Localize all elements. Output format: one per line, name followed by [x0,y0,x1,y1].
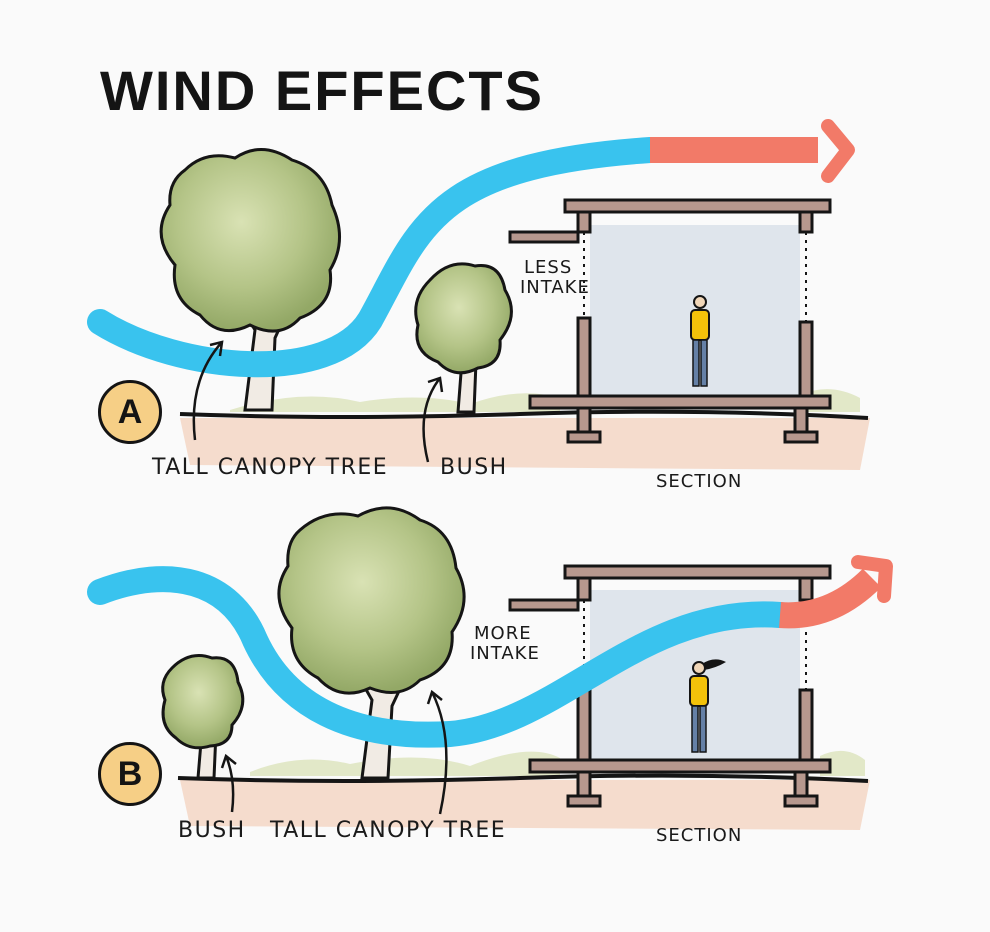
intake-label-b-line1: MORE [474,623,532,644]
bush-a [414,262,513,414]
panel-a [87,119,870,470]
panel-b-badge: B [98,742,162,806]
tall-canopy-tree-label-a: TALL CANOPY TREE [152,455,389,480]
bush-b [161,654,245,780]
building-section-a [508,198,832,444]
wind-arrow-a [87,119,855,378]
tall-canopy-tree-a [159,148,342,412]
ground-fill-b [180,780,870,830]
intake-label-a-line1: LESS [524,257,573,278]
wind-arrow-b [87,555,893,748]
pointer-arrow-tree-b [426,689,448,815]
section-label-a: SECTION [656,471,743,492]
panel-b [87,506,893,830]
person-b [689,659,726,753]
panel-a-badge: A [98,380,162,444]
pointer-arrow-bush-a [422,376,444,463]
tall-canopy-tree-label-b: TALL CANOPY TREE [270,818,507,843]
person-a [690,295,710,387]
intake-label-b-line2: INTAKE [470,643,540,664]
intake-label-b: MORE INTAKE [470,624,540,664]
bush-label-b: BUSH [178,818,246,843]
ground-line-b [177,773,869,783]
ground-line-a [179,409,869,420]
pointer-arrow-bush-b [220,753,237,813]
page-title: WIND EFFECTS [100,59,544,122]
ground-fill-a [180,418,870,470]
section-label-b: SECTION [656,825,743,846]
intake-label-a-line2: INTAKE [520,277,590,298]
intake-label-a: LESS INTAKE [520,258,590,298]
bush-label-a: BUSH [440,455,508,480]
pointer-arrow-tree-a [192,340,224,441]
